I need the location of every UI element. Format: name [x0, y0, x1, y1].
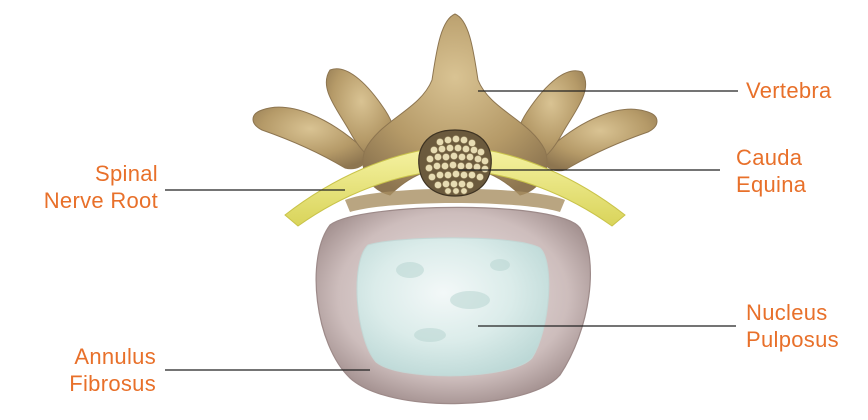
label-cauda-equina-line2: Equina	[736, 171, 806, 198]
label-cauda-equina: Cauda Equina	[736, 144, 806, 198]
label-spinal-nerve-root: Spinal Nerve Root	[44, 160, 158, 214]
cauda-equina-shape	[419, 130, 491, 196]
label-annulus-fibrosus-line2: Fibrosus	[69, 370, 156, 397]
label-vertebra: Vertebra	[746, 77, 832, 104]
label-spinal-nerve-root-line2: Nerve Root	[44, 187, 158, 214]
label-vertebra-text: Vertebra	[746, 77, 832, 104]
label-nucleus-pulposus: Nucleus Pulposus	[746, 299, 839, 353]
label-annulus-fibrosus-line1: Annulus	[69, 343, 156, 370]
label-spinal-nerve-root-line1: Spinal	[44, 160, 158, 187]
label-cauda-equina-line1: Cauda	[736, 144, 806, 171]
label-nucleus-pulposus-line1: Nucleus	[746, 299, 839, 326]
nucleus-pulposus-shape	[357, 238, 549, 376]
label-annulus-fibrosus: Annulus Fibrosus	[69, 343, 156, 397]
label-nucleus-pulposus-line2: Pulposus	[746, 326, 839, 353]
